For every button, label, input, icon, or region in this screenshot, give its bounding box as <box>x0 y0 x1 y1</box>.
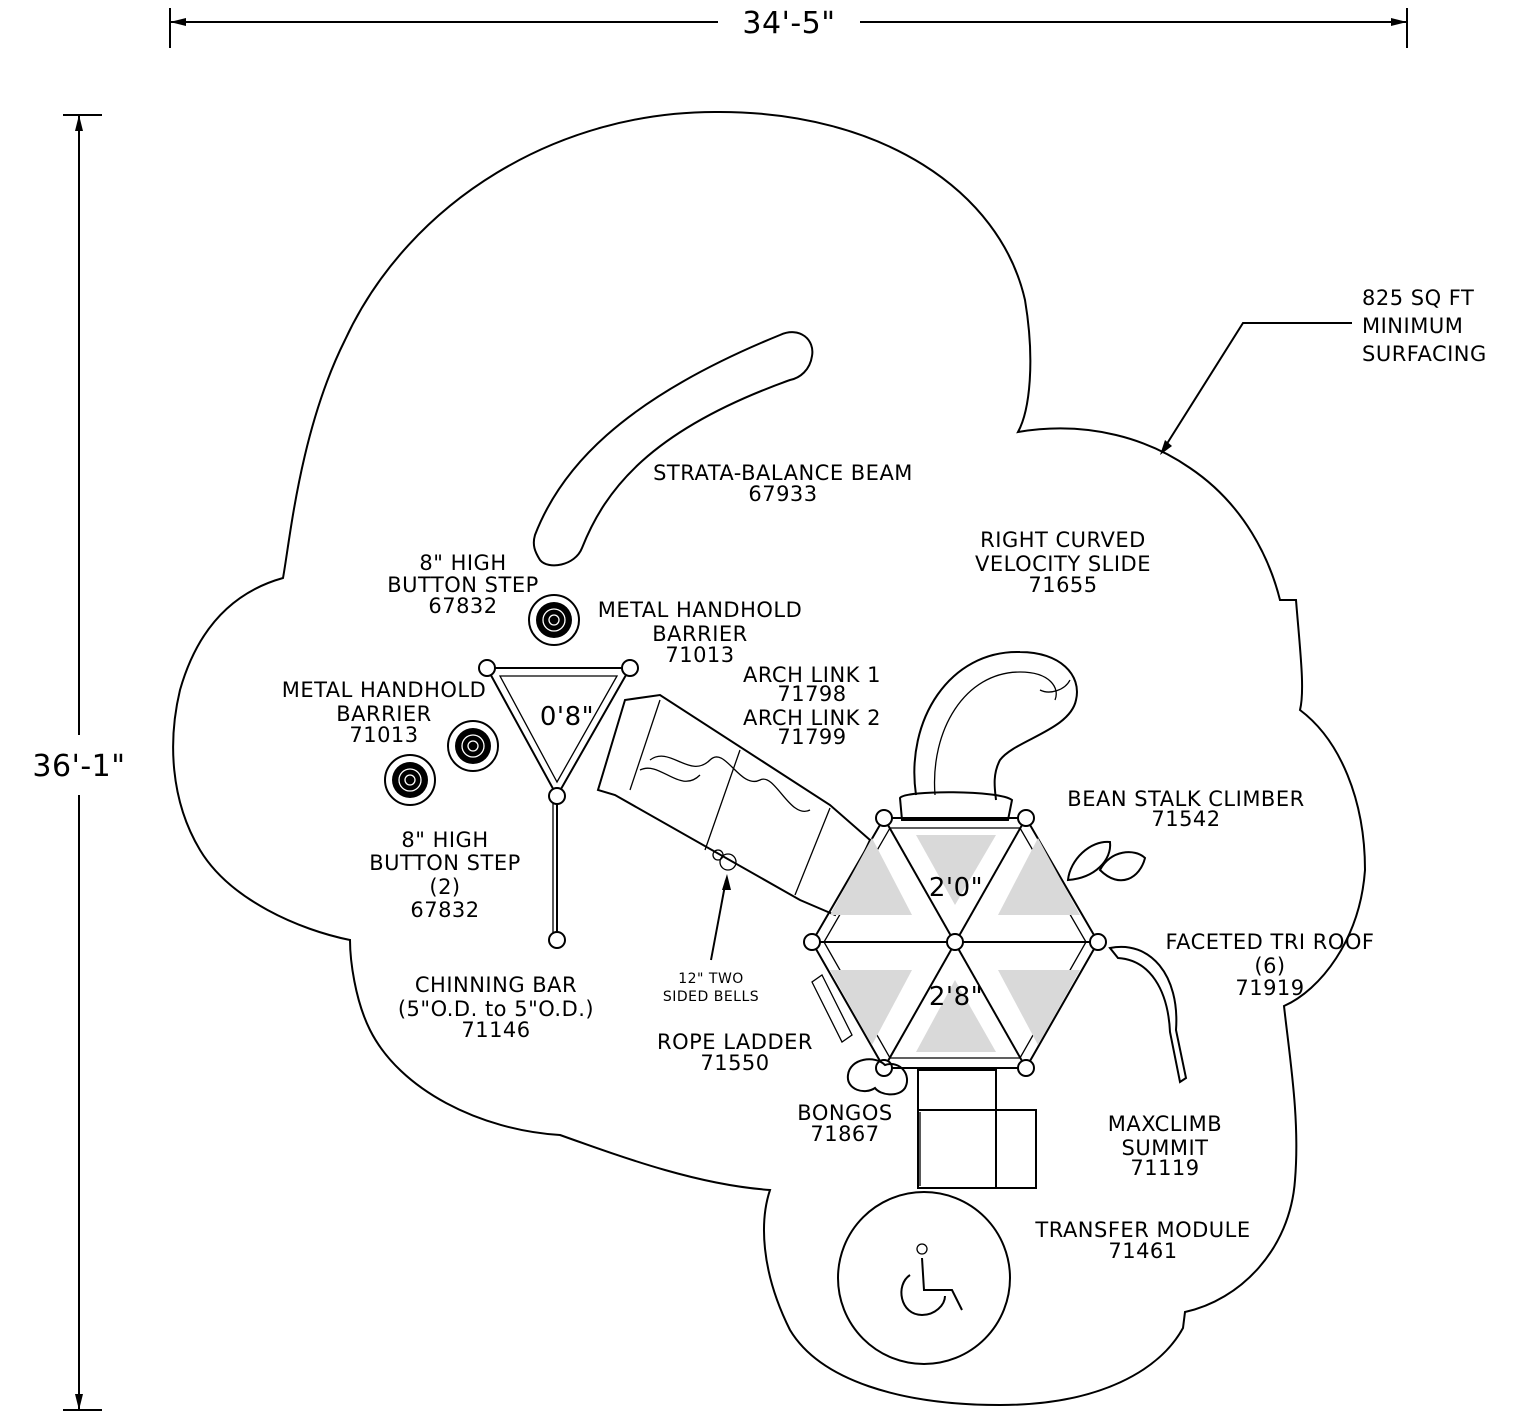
svg-text:71798: 71798 <box>777 682 846 706</box>
transfer-module-area <box>837 1191 1011 1365</box>
deck-height-lower: 2'8" <box>929 982 983 1012</box>
label-bells: 12" TWO SIDED BELLS <box>663 971 759 1005</box>
svg-text:(5"O.D. to 5"O.D.): (5"O.D. to 5"O.D.) <box>398 997 594 1021</box>
label-maxclimb: MAXCLIMB SUMMIT 71119 <box>1108 1112 1222 1180</box>
bells-leader <box>710 874 731 961</box>
label-chinning-bar: CHINNING BAR (5"O.D. to 5"O.D.) 71146 <box>398 973 594 1042</box>
width-dimension: 34'-5" <box>169 6 1408 48</box>
svg-text:METAL HANDHOLD: METAL HANDHOLD <box>282 678 487 702</box>
svg-text:12" TWO: 12" TWO <box>678 971 744 987</box>
svg-text:MAXCLIMB: MAXCLIMB <box>1108 1112 1222 1136</box>
label-rope-ladder: ROPE LADDER 71550 <box>657 1030 813 1075</box>
width-dimension-label: 34'-5" <box>742 6 835 41</box>
svg-text:67832: 67832 <box>428 594 497 618</box>
svg-text:METAL HANDHOLD: METAL HANDHOLD <box>598 598 803 622</box>
svg-text:BONGOS: BONGOS <box>797 1101 892 1125</box>
triangle-deck: 0'8" <box>478 659 639 949</box>
svg-text:71799: 71799 <box>777 725 846 749</box>
label-faceted-roof: FACETED TRI ROOF (6) 71919 <box>1165 930 1374 1000</box>
svg-text:71919: 71919 <box>1235 976 1304 1000</box>
svg-text:SUMMIT: SUMMIT <box>1122 1136 1209 1160</box>
surfacing-note: 825 SQ FT MINIMUM SURFACING <box>1160 286 1487 455</box>
svg-text:BEAN STALK CLIMBER: BEAN STALK CLIMBER <box>1067 787 1304 811</box>
button-step-lower <box>384 754 436 806</box>
curved-slide <box>898 650 1078 821</box>
svg-text:(2): (2) <box>429 875 460 899</box>
svg-text:8" HIGH: 8" HIGH <box>401 828 488 852</box>
svg-text:8" HIGH: 8" HIGH <box>419 551 506 575</box>
label-bean-stalk: BEAN STALK CLIMBER 71542 <box>1067 787 1304 831</box>
balance-beam-label: STRATA-BALANCE BEAM 67933 <box>653 461 913 506</box>
svg-text:ARCH LINK 1: ARCH LINK 1 <box>743 663 881 687</box>
svg-text:71119: 71119 <box>1130 1156 1199 1180</box>
rope-ladder <box>811 974 853 1043</box>
svg-text:71542: 71542 <box>1151 807 1220 831</box>
svg-text:71867: 71867 <box>810 1122 879 1146</box>
button-step-middle <box>447 720 499 772</box>
surfacing-line-2: MINIMUM <box>1362 314 1463 338</box>
accessibility-icon <box>900 1243 963 1317</box>
bongos <box>846 1058 908 1096</box>
label-handhold-top: METAL HANDHOLD BARRIER 71013 <box>598 598 803 667</box>
svg-text:SIDED BELLS: SIDED BELLS <box>663 989 759 1005</box>
label-transfer-module: TRANSFER MODULE 71461 <box>1034 1218 1250 1263</box>
svg-text:71550: 71550 <box>700 1051 769 1075</box>
label-bongos: BONGOS 71867 <box>797 1101 892 1146</box>
arch-link-label: ARCH LINK 1 71798 ARCH LINK 2 71799 <box>743 663 881 749</box>
button-step-top <box>528 594 580 646</box>
svg-text:FACETED TRI ROOF: FACETED TRI ROOF <box>1165 930 1374 954</box>
svg-text:ARCH LINK 2: ARCH LINK 2 <box>743 706 881 730</box>
svg-text:BUTTON STEP: BUTTON STEP <box>369 851 521 875</box>
surfacing-line-3: SURFACING <box>1362 342 1487 366</box>
svg-text:BUTTON STEP: BUTTON STEP <box>387 573 539 597</box>
height-dimension-label: 36'-1" <box>32 749 125 784</box>
svg-text:71655: 71655 <box>1028 573 1097 597</box>
side-climber <box>1108 945 1188 1084</box>
svg-text:(6): (6) <box>1254 954 1285 978</box>
svg-text:CHINNING BAR: CHINNING BAR <box>415 973 577 997</box>
surfacing-line-1: 825 SQ FT <box>1362 286 1474 310</box>
svg-text:TRANSFER MODULE: TRANSFER MODULE <box>1034 1218 1250 1242</box>
label-button-step-bottom: 8" HIGH BUTTON STEP (2) 67832 <box>369 828 521 922</box>
label-slide: RIGHT CURVED VELOCITY SLIDE 71655 <box>975 528 1151 597</box>
svg-text:VELOCITY SLIDE: VELOCITY SLIDE <box>975 552 1151 576</box>
svg-text:71013: 71013 <box>349 723 418 747</box>
balance-beam <box>532 331 814 567</box>
label-handhold-left: METAL HANDHOLD BARRIER 71013 <box>282 678 487 747</box>
hexagon-tower: 2'0" 2'8" <box>803 809 1107 1077</box>
bean-stalk-leaves <box>1066 840 1147 882</box>
svg-text:ROPE LADDER: ROPE LADDER <box>657 1030 813 1054</box>
deck-height-upper: 2'0" <box>929 873 983 903</box>
svg-text:71461: 71461 <box>1108 1239 1177 1263</box>
use-zone-outline <box>172 110 1367 1407</box>
svg-text:BARRIER: BARRIER <box>336 702 432 726</box>
height-dimension: 36'-1" <box>32 114 125 1411</box>
svg-text:RIGHT CURVED: RIGHT CURVED <box>980 528 1146 552</box>
svg-text:71013: 71013 <box>665 643 734 667</box>
svg-text:STRATA-BALANCE BEAM: STRATA-BALANCE BEAM <box>653 461 913 485</box>
deck-height-low: 0'8" <box>540 702 594 732</box>
svg-text:67933: 67933 <box>748 482 817 506</box>
label-button-step-top: 8" HIGH BUTTON STEP 67832 <box>387 551 539 618</box>
transfer-platform <box>917 1069 1037 1189</box>
svg-text:71146: 71146 <box>461 1018 530 1042</box>
svg-text:BARRIER: BARRIER <box>652 622 748 646</box>
svg-text:67832: 67832 <box>410 898 479 922</box>
